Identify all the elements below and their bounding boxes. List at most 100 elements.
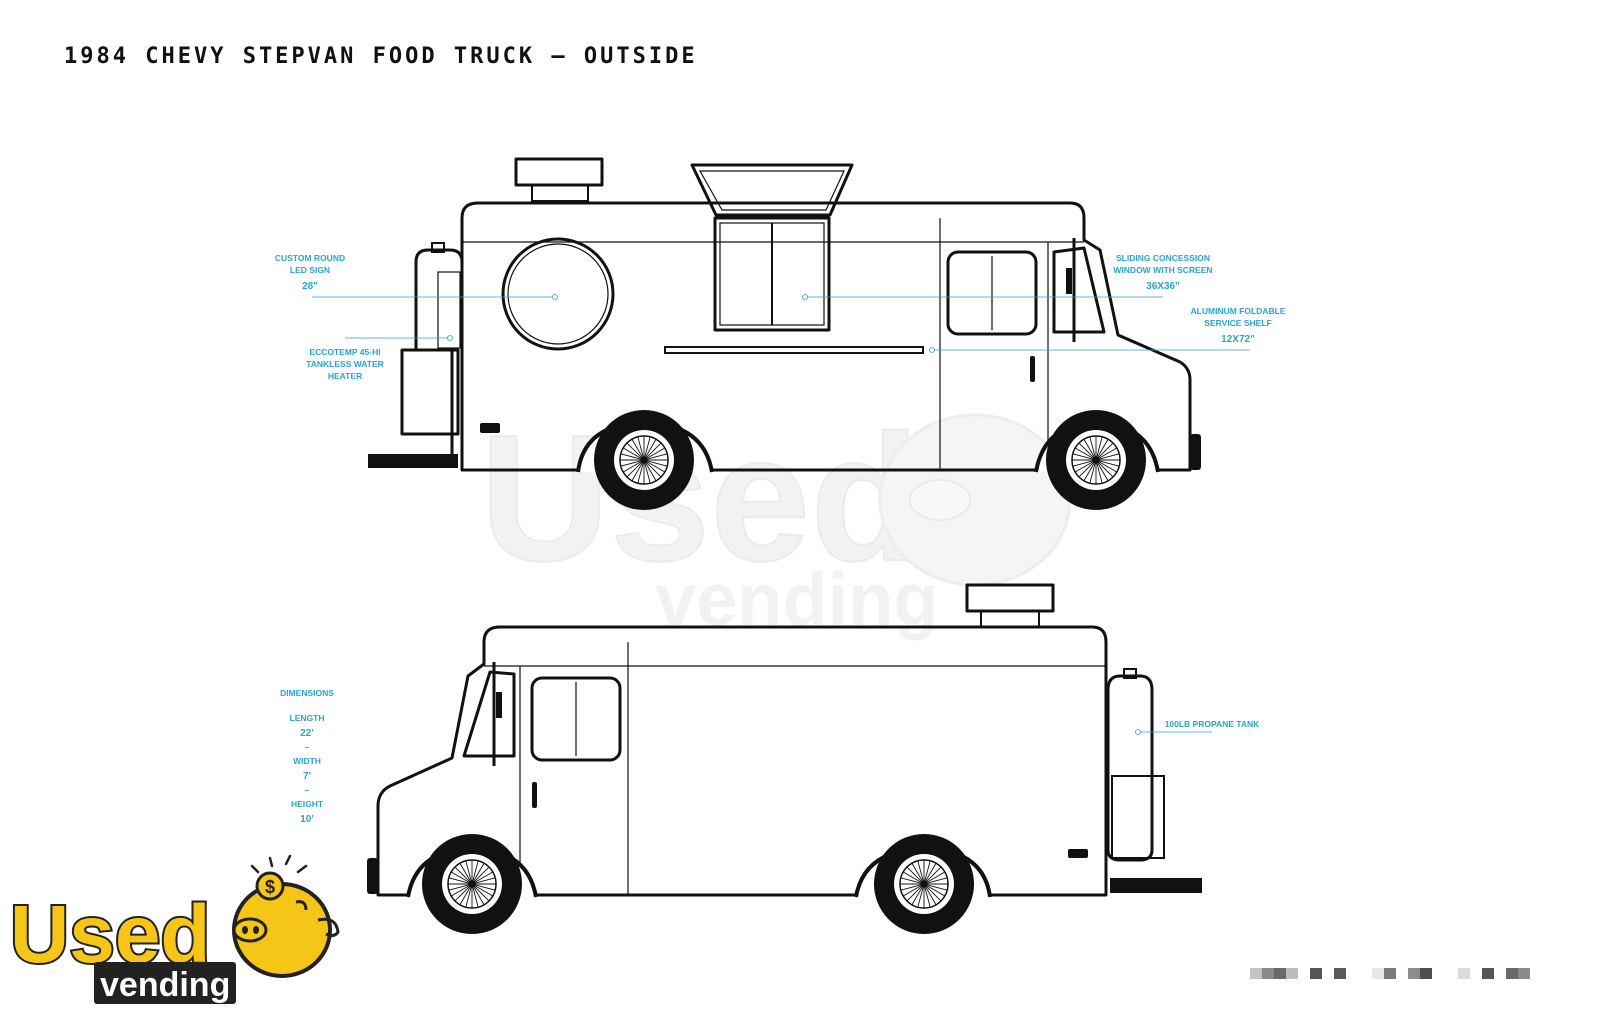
page-title: 1984 CHEVY STEPVAN FOOD TRUCK – OUTSIDE — [64, 44, 698, 69]
callout-service-shelf: ALUMINUM FOLDABLE SERVICE SHELF 12X72" — [929, 306, 1286, 353]
dimension-height-label: HEIGHT — [291, 799, 324, 809]
wheel-spoke — [465, 860, 472, 881]
dimensions-heading: DIMENSIONS — [280, 688, 334, 698]
wheel-spoke — [474, 866, 490, 882]
wheel-spoke — [647, 460, 668, 467]
wheel-spoke — [475, 885, 494, 897]
wheel-spoke — [1083, 438, 1095, 457]
wheel-spoke — [1099, 461, 1118, 473]
dimension-width-label: WIDTH — [293, 756, 321, 766]
wheel-spoke — [917, 860, 924, 881]
wheel-spoke — [900, 884, 921, 891]
watermark-word2: vending — [655, 558, 939, 641]
wheel-spoke — [459, 887, 471, 906]
wheel-spoke — [1089, 463, 1096, 484]
callout-concession-window-measure: 36X36" — [1146, 281, 1180, 292]
wheel-spoke — [448, 884, 469, 891]
wheel-spoke — [927, 871, 946, 883]
wheel-spoke — [637, 436, 644, 457]
wheel-spokes — [448, 860, 496, 908]
wheel-spoke — [646, 442, 662, 458]
wheel-spoke — [1099, 453, 1120, 460]
truck-side-view-driver — [367, 583, 1202, 934]
wheel-spoke — [454, 886, 470, 902]
wheel-spoke — [1097, 463, 1109, 482]
wheel-spoke — [474, 886, 490, 902]
wheel-spoke — [1098, 442, 1114, 458]
used-vending-logo: $ Used vending — [8, 854, 340, 1004]
wheel-spoke — [1078, 442, 1094, 458]
redacted-strip — [1250, 968, 1530, 979]
wheel-spoke — [924, 887, 931, 908]
callout-propane-tank: 100LB PROPANE TANK — [1135, 719, 1260, 735]
logo-word2: vending — [100, 966, 230, 1004]
wheel-spoke — [450, 885, 469, 897]
wheel-spoke — [900, 877, 921, 884]
wheel-spoke — [475, 884, 496, 891]
wheel-spoke — [459, 862, 471, 881]
wheel-spoke — [1078, 462, 1094, 478]
wheel-spoke — [911, 887, 923, 906]
wheel-spoke — [1072, 460, 1093, 467]
wheel-spoke — [631, 438, 643, 457]
wheel-spoke — [917, 887, 924, 908]
wheel-spoke — [647, 453, 668, 460]
wheel-spoke — [644, 463, 651, 484]
wheel-hub — [1092, 456, 1100, 464]
wheel-spoke — [924, 860, 931, 881]
wheel-spoke — [475, 877, 496, 884]
callout-led-sign-line1: CUSTOM ROUND — [275, 253, 345, 263]
callout-water-heater-line3: HEATER — [328, 371, 362, 381]
wheel-spoke — [1096, 436, 1103, 457]
wheel-spoke — [1098, 462, 1114, 478]
wheel-spoke — [644, 436, 651, 457]
wheel-hub — [640, 456, 648, 464]
wheel-spoke — [454, 866, 470, 882]
wheel-spoke — [450, 871, 469, 883]
wheel-spoke — [473, 887, 485, 906]
dimensions-block: DIMENSIONS LENGTH 22' – WIDTH 7' – HEIGH… — [280, 688, 334, 825]
callout-concession-window-line1: SLIDING CONCESSION — [1116, 253, 1210, 263]
dimension-height-value: 10' — [300, 814, 314, 825]
wheel-spoke — [626, 442, 642, 458]
callout-led-sign: CUSTOM ROUND LED SIGN 28" — [275, 253, 558, 300]
wheel-spoke — [925, 887, 937, 906]
wheel-spoke — [1089, 436, 1096, 457]
dimension-separator: – — [305, 785, 310, 795]
watermark-pig-icon — [878, 413, 1072, 587]
watermark-word1: Used — [480, 398, 920, 599]
wheel-spoke — [906, 886, 922, 902]
wheel-spokes — [620, 436, 668, 484]
wheel-spokes — [1072, 436, 1120, 484]
wheel-spoke — [1074, 447, 1093, 459]
wheel-spoke — [646, 462, 662, 478]
logo-sparkle-icon — [250, 854, 308, 874]
wheel-spoke — [647, 447, 666, 459]
wheel-spoke — [645, 463, 657, 482]
wheel-spoke — [902, 885, 921, 897]
wheel-spoke — [1099, 460, 1120, 467]
dimension-separator: – — [305, 742, 310, 752]
wheel-spoke — [927, 884, 948, 891]
wheel-hub — [468, 880, 476, 888]
wheel-spoke — [911, 862, 923, 881]
wheel-spoke — [1083, 463, 1095, 482]
wheel-spoke — [647, 461, 666, 473]
watermark: Used vending — [479, 397, 1072, 641]
wheel-spoke — [926, 886, 942, 902]
wheel-spoke — [473, 862, 485, 881]
wheel-spoke — [475, 871, 494, 883]
wheel-spoke — [1074, 461, 1093, 473]
wheel-spoke — [620, 453, 641, 460]
wheel-spokes — [900, 860, 948, 908]
wheel-spoke — [465, 887, 472, 908]
wheel-spoke — [620, 460, 641, 467]
wheel-spoke — [637, 463, 644, 484]
callout-propane-tank-line1: 100LB PROPANE TANK — [1165, 719, 1260, 729]
dimension-width-value: 7' — [303, 771, 311, 782]
logo-coin-symbol: $ — [265, 877, 275, 897]
callout-service-shelf-measure: 12X72" — [1221, 334, 1255, 345]
dimension-length-value: 22' — [300, 728, 314, 739]
wheel-spoke — [1072, 453, 1093, 460]
